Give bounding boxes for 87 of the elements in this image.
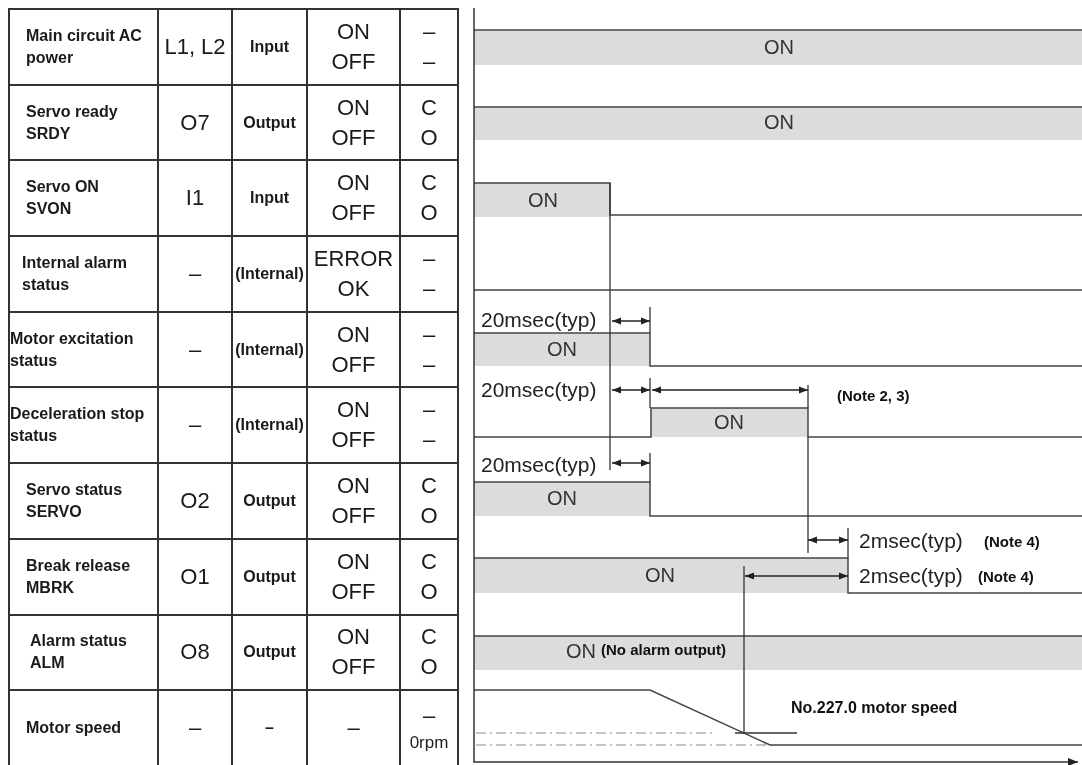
logic-label: C (421, 471, 437, 500)
state-label: ON (527, 188, 559, 212)
logic-label: C (421, 169, 437, 198)
signal-name: Main circuit AC power (26, 25, 143, 68)
direction-label: Input (249, 188, 290, 209)
state-label: ON (763, 35, 795, 59)
signal-name: Break release MBRK (26, 555, 132, 598)
direction-label: (Internal) (235, 415, 304, 436)
logic-label: O (420, 123, 438, 152)
state-label: ON (565, 639, 597, 663)
logic-label: O (420, 199, 438, 228)
time-label: 20msec(typ) (480, 453, 598, 477)
direction-label: Output (243, 566, 296, 587)
direction-label: (Internal) (235, 263, 304, 284)
note-label: No.227.0 motor speed (790, 698, 959, 718)
state-label: ON (713, 410, 745, 434)
pin-label: – (188, 259, 202, 288)
signal-name: Motor speed (26, 718, 122, 739)
state-label: ON (546, 337, 578, 361)
logic-label: – (422, 244, 436, 273)
state-label: ON (337, 320, 370, 349)
state-label: OFF (331, 350, 376, 379)
state-label: ON (546, 486, 578, 510)
logic-label: – (422, 274, 436, 303)
state-label: ON (337, 547, 370, 576)
time-label: 2msec(typ) (858, 529, 964, 553)
state-label: ON (337, 623, 370, 652)
state-label: ERROR (313, 244, 394, 273)
signal-name: Servo status SERVO (26, 479, 124, 522)
logic-label: – (422, 702, 436, 731)
pin-label: O7 (180, 108, 210, 137)
direction-label: – (265, 718, 274, 739)
state-label: OFF (331, 123, 376, 152)
state-label: OFF (331, 577, 376, 606)
logic-label: 0rpm (409, 732, 449, 755)
logic-label: O (420, 653, 438, 682)
state-label: ON (763, 110, 795, 134)
time-label: 20msec(typ) (480, 378, 598, 402)
logic-label: – (422, 17, 436, 46)
pin-label: I1 (185, 184, 205, 213)
note-label: (Note 4) (977, 567, 1035, 587)
state-label: OK (337, 274, 370, 303)
pin-label: O8 (180, 638, 210, 667)
state-label: ON (337, 471, 370, 500)
pin-label: O2 (180, 486, 210, 515)
state-label: ON (337, 93, 370, 122)
note-label: (Note 2, 3) (836, 386, 911, 406)
state-label: OFF (331, 426, 376, 455)
signal-name: Motor excitation status (10, 328, 135, 371)
logic-label: C (421, 547, 437, 576)
state-label: – (347, 714, 360, 743)
state-label: OFF (331, 199, 376, 228)
logic-label: C (421, 623, 437, 652)
logic-label: C (421, 93, 437, 122)
state-label: OFF (331, 47, 376, 76)
note-label: (Note 4) (983, 532, 1041, 552)
direction-label: Input (249, 36, 290, 57)
time-label: 2msec(typ) (858, 564, 964, 588)
pin-label: – (188, 714, 202, 743)
pin-label: L1, L2 (164, 32, 226, 61)
state-label: ON (644, 563, 676, 587)
state-label: OFF (331, 653, 376, 682)
logic-label: – (422, 47, 436, 76)
logic-label: O (420, 501, 438, 530)
logic-label: O (420, 577, 438, 606)
logic-label: – (422, 426, 436, 455)
direction-label: (Internal) (235, 339, 304, 360)
direction-label: Output (243, 642, 296, 663)
direction-label: Output (243, 112, 296, 133)
state-label: ON (337, 169, 370, 198)
pin-label: – (188, 335, 202, 364)
pin-label: – (188, 411, 202, 440)
time-label: 20msec(typ) (480, 308, 598, 332)
state-label: ON (337, 17, 370, 46)
signal-name: Internal alarm status (22, 252, 128, 295)
state-label: ON (337, 396, 370, 425)
logic-label: – (422, 320, 436, 349)
state-label: OFF (331, 501, 376, 530)
pin-label: O1 (180, 562, 210, 591)
signal-name: Alarm status ALM (30, 631, 128, 674)
signal-name: Servo ON SVON (26, 177, 100, 220)
signal-name: Deceleration stop status (10, 404, 146, 447)
note-label: (No alarm output) (600, 640, 727, 660)
logic-label: – (422, 350, 436, 379)
logic-label: – (422, 396, 436, 425)
signal-name: Servo ready SRDY (26, 101, 119, 144)
direction-label: Output (243, 490, 296, 511)
